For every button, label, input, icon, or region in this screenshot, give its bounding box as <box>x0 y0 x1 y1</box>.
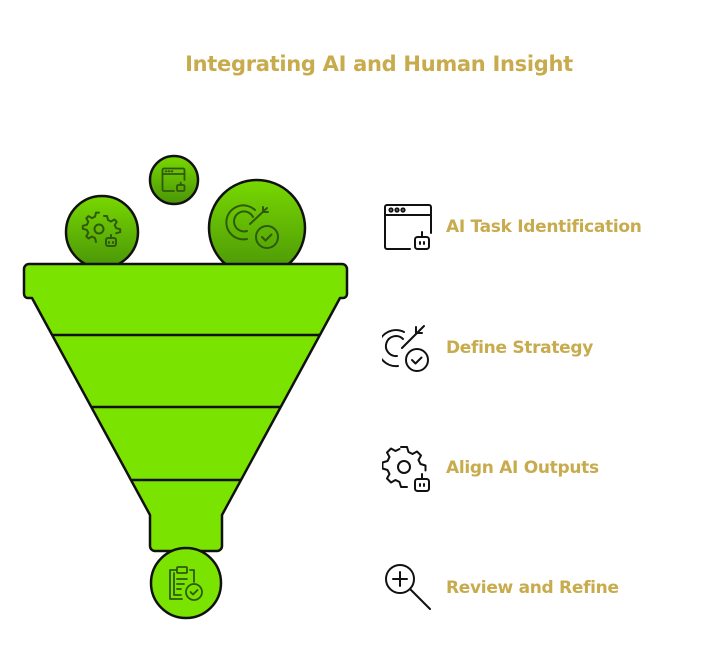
output-circle-clipboard <box>149 546 223 620</box>
step-label: AI Task Identification <box>446 217 642 237</box>
input-circle-target-check <box>207 178 307 278</box>
step-label: Review and Refine <box>446 578 619 598</box>
clipboard-check-icon <box>169 566 203 601</box>
target-check-icon <box>382 325 429 372</box>
input-circle-gear-robot <box>64 194 140 270</box>
step-label: Align AI Outputs <box>446 458 599 478</box>
browser-robot-icon <box>384 204 432 250</box>
zoom-in-icon <box>385 564 431 610</box>
diagram-title: Integrating AI and Human Insight <box>185 52 573 76</box>
target-check-icon <box>225 204 279 249</box>
gear-robot-icon <box>81 211 122 247</box>
step-label: Define Strategy <box>446 338 594 358</box>
input-circle-browser-robot <box>148 154 200 206</box>
gear-robot-icon <box>382 446 430 492</box>
funnel <box>22 262 349 553</box>
browser-robot-icon <box>161 167 186 192</box>
